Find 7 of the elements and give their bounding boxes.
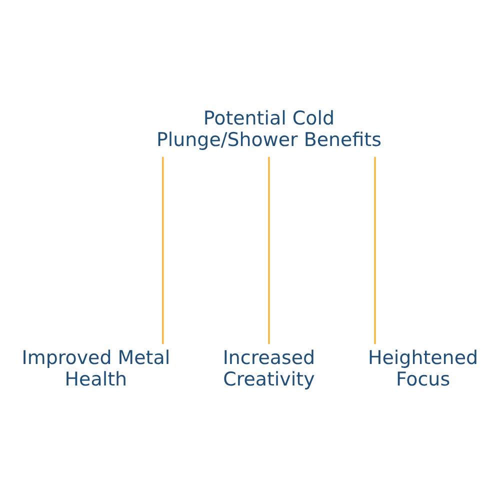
node-text: Improved Metal Health xyxy=(22,346,170,390)
connector xyxy=(374,156,376,344)
node-text: Heightened Focus xyxy=(368,346,478,390)
node-text: Potential Cold Plunge/Shower Benefits xyxy=(156,107,382,150)
connector xyxy=(268,156,270,344)
node-text: Increased Creativity xyxy=(222,346,316,390)
connector xyxy=(162,156,164,344)
